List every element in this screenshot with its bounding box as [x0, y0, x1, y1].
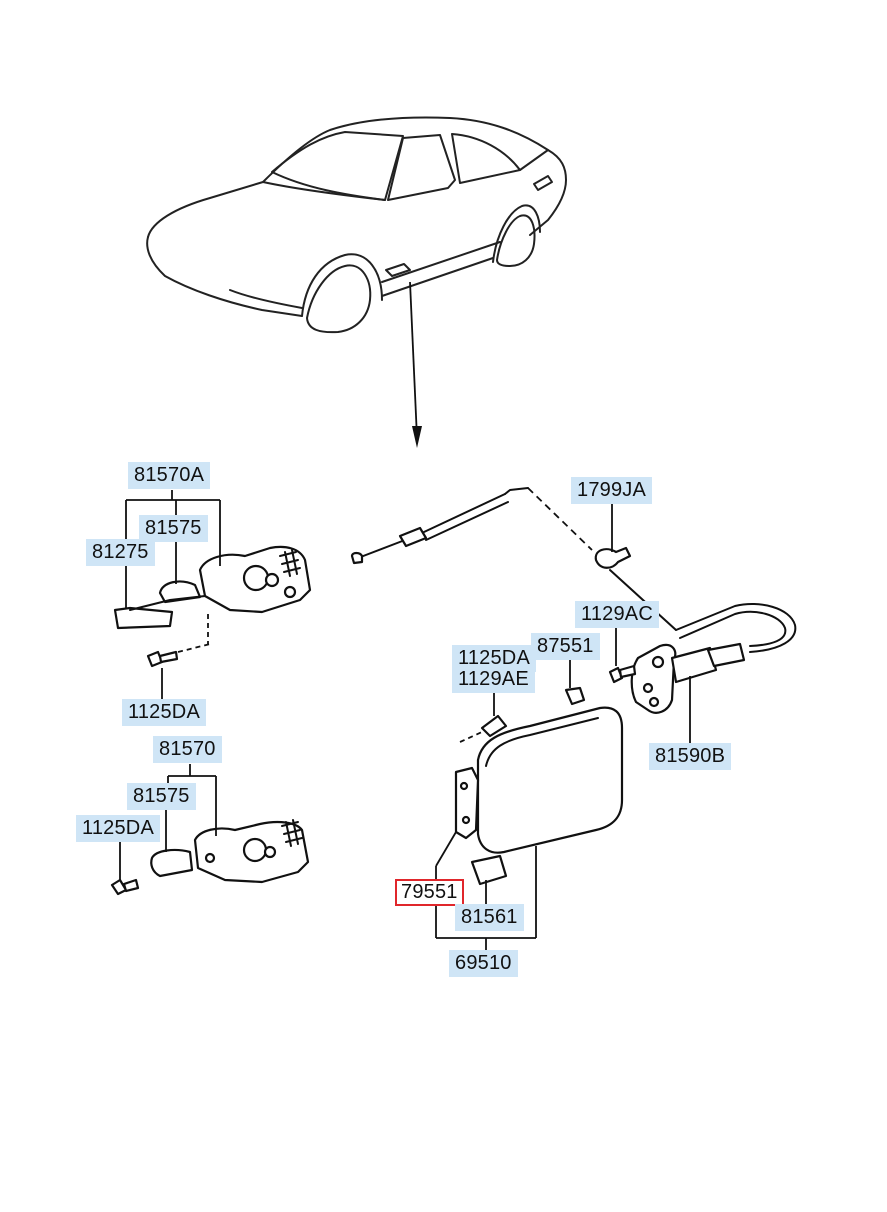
- label-81570a[interactable]: 81570A: [128, 462, 211, 489]
- release-cable: [350, 487, 797, 653]
- label-1125da-mid[interactable]: 1125DA: [452, 645, 536, 672]
- opener-handle-assembly-lower: [150, 819, 310, 884]
- latch-81590b: [630, 642, 746, 714]
- bumper-87551: [564, 686, 586, 706]
- bolt-1125da-mid: [459, 714, 508, 743]
- label-81561[interactable]: 81561: [455, 904, 524, 931]
- fuel-filler-door: [454, 706, 624, 886]
- clip-1799ja: [594, 546, 632, 569]
- label-1129ae[interactable]: 1129AE: [452, 666, 535, 693]
- label-81275[interactable]: 81275: [86, 539, 155, 566]
- label-1129ac[interactable]: 1129AC: [575, 601, 659, 628]
- label-87551[interactable]: 87551: [531, 633, 600, 660]
- label-81575-top[interactable]: 81575: [139, 515, 208, 542]
- bolt-1129ac: [608, 664, 637, 684]
- label-81570[interactable]: 81570: [153, 736, 222, 763]
- label-81590b[interactable]: 81590B: [649, 743, 732, 770]
- pointer-arrow: [409, 281, 422, 448]
- bolt-1125da-left: [146, 643, 211, 668]
- label-81575-bottom[interactable]: 81575: [127, 783, 196, 810]
- label-1125da-left[interactable]: 1125DA: [122, 699, 206, 726]
- label-69510[interactable]: 69510: [449, 950, 518, 977]
- car-illustration: [146, 116, 567, 334]
- label-1125da-bottom[interactable]: 1125DA: [76, 815, 160, 842]
- opener-handle-assembly-upper: [113, 545, 312, 630]
- label-1799ja[interactable]: 1799JA: [571, 477, 653, 504]
- bolt-1125da-bottom: [110, 878, 140, 896]
- label-79551-selected[interactable]: 79551: [395, 879, 464, 906]
- leader-lines: [119, 490, 691, 950]
